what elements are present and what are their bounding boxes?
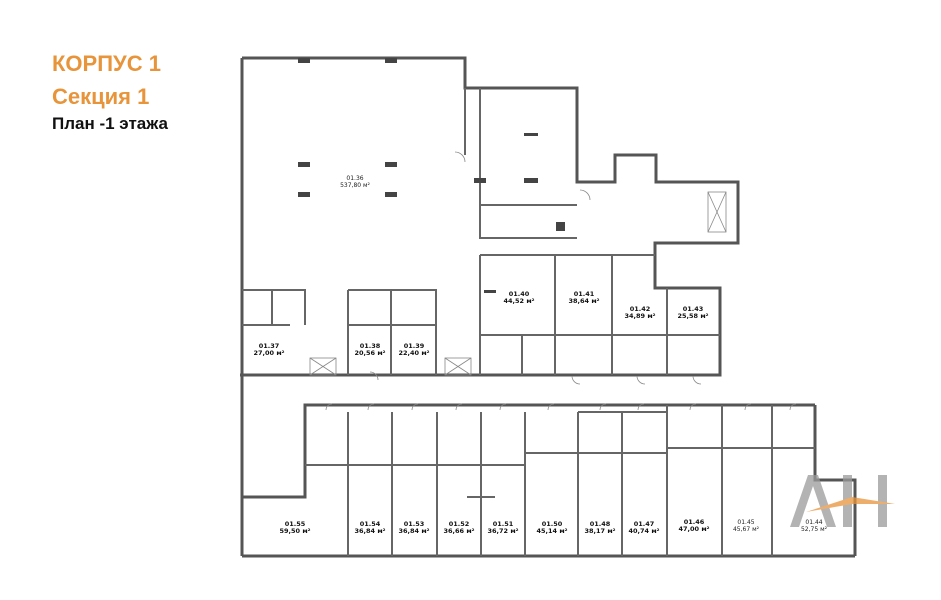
unit-area-01-48: 38,17 м² <box>585 527 616 535</box>
unit-area-01-50: 45,14 м² <box>537 527 568 535</box>
unit-id-01-52: 01.52 <box>449 520 470 528</box>
unit-labels: 01.36 537,80 м² 01.37 27,00 м² 01.38 20,… <box>254 175 828 535</box>
unit-id-01-46: 01.46 <box>684 518 705 526</box>
ah-logo <box>790 475 895 527</box>
unit-id-01-47: 01.47 <box>634 520 655 528</box>
outer-walls <box>240 56 857 558</box>
unit-area-01-55: 59,50 м² <box>280 527 311 535</box>
unit-area-01-51: 36,72 м² <box>488 527 519 535</box>
building-title: КОРПУС 1 <box>52 51 161 76</box>
unit-id-01-42: 01.42 <box>630 305 651 313</box>
stair-shafts <box>309 191 727 376</box>
unit-area-01-36: 537,80 м² <box>340 182 370 189</box>
unit-area-01-40: 44,52 м² <box>504 297 535 305</box>
interior-walls <box>242 88 815 556</box>
unit-area-01-37: 27,00 м² <box>254 349 285 357</box>
unit-id-01-54: 01.54 <box>360 520 381 528</box>
unit-id-01-44: 01.44 <box>805 519 822 526</box>
unit-id-01-36: 01.36 <box>346 175 363 182</box>
unit-area-01-46: 47,00 м² <box>679 525 710 533</box>
floor-title: План -1 этажа <box>52 114 168 133</box>
unit-id-01-50: 01.50 <box>542 520 563 528</box>
unit-id-01-48: 01.48 <box>590 520 611 528</box>
unit-area-01-43: 25,58 м² <box>678 312 709 320</box>
unit-area-01-38: 20,56 м² <box>355 349 386 357</box>
unit-id-01-51: 01.51 <box>493 520 514 528</box>
unit-area-01-44: 52,75 м² <box>801 526 828 533</box>
unit-area-01-54: 36,84 м² <box>355 527 386 535</box>
unit-id-01-45: 01.45 <box>737 519 754 526</box>
unit-id-01-39: 01.39 <box>404 342 425 350</box>
unit-area-01-39: 22,40 м² <box>399 349 430 357</box>
doors <box>325 151 797 411</box>
unit-area-01-45: 45,67 м² <box>733 526 760 533</box>
unit-id-01-40: 01.40 <box>509 290 530 298</box>
unit-area-01-42: 34,89 м² <box>625 312 656 320</box>
unit-area-01-47: 40,74 м² <box>629 527 660 535</box>
unit-area-01-53: 36,84 м² <box>399 527 430 535</box>
unit-area-01-41: 38,64 м² <box>569 297 600 305</box>
unit-id-01-38: 01.38 <box>360 342 381 350</box>
section-title: Секция 1 <box>52 84 150 109</box>
unit-id-01-41: 01.41 <box>574 290 595 298</box>
unit-id-01-43: 01.43 <box>683 305 704 313</box>
unit-id-01-55: 01.55 <box>285 520 306 528</box>
unit-id-01-37: 01.37 <box>259 342 280 350</box>
unit-id-01-53: 01.53 <box>404 520 425 528</box>
columns <box>298 58 565 293</box>
unit-area-01-52: 36,66 м² <box>444 527 475 535</box>
